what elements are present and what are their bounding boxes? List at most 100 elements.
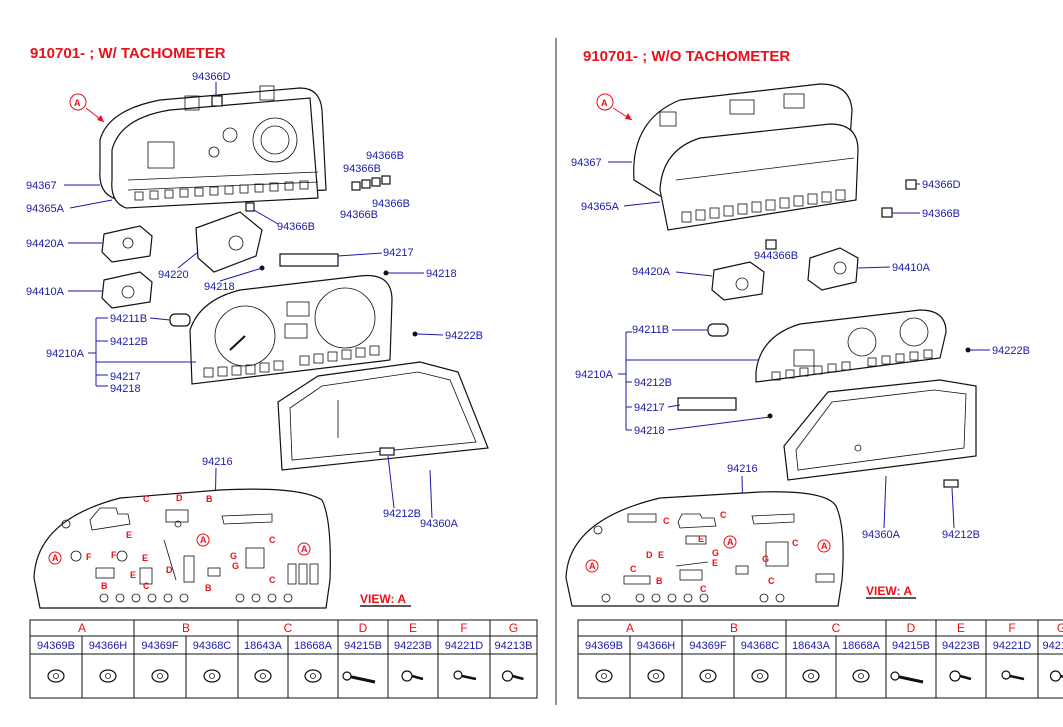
svg-text:G: G bbox=[762, 554, 769, 564]
label-94216-right: 94216 bbox=[727, 463, 758, 475]
fastener-icon bbox=[501, 670, 524, 682]
group-header: A bbox=[78, 621, 86, 635]
bulb-socket-94366d bbox=[211, 95, 223, 107]
connector-94217 bbox=[259, 253, 389, 276]
right-title: 910701- ; W/O TACHOMETER bbox=[583, 48, 790, 65]
part-number-cell: 94369F bbox=[689, 640, 727, 652]
cluster-housing-right bbox=[633, 83, 859, 231]
svg-text:G: G bbox=[230, 551, 237, 561]
view-a-circles-left: A A A bbox=[48, 533, 311, 565]
fastener-icon bbox=[890, 671, 924, 684]
label-94220: 94220 bbox=[158, 269, 189, 281]
part-number-cell: 94369B bbox=[585, 640, 623, 652]
switch-94410a-right bbox=[807, 247, 859, 291]
label-94218-right: 94218 bbox=[634, 425, 665, 437]
svg-text:A: A bbox=[821, 541, 828, 551]
fastener-icon bbox=[151, 669, 169, 683]
label-94410a-left: 94410A bbox=[26, 286, 65, 298]
part-number-cell: 94223B bbox=[942, 640, 980, 652]
label-94367-left: 94367 bbox=[26, 180, 57, 192]
svg-text:B: B bbox=[206, 494, 213, 504]
svg-text:A: A bbox=[200, 535, 207, 545]
left-title: 910701- ; W/ TACHOMETER bbox=[30, 45, 226, 62]
screw-94222b-right bbox=[965, 347, 971, 353]
label-94365a-left: 94365A bbox=[26, 203, 65, 215]
part-number-cell: 94215B bbox=[344, 640, 382, 652]
group-header: D bbox=[907, 621, 916, 635]
svg-text:E: E bbox=[130, 570, 136, 580]
svg-text:C: C bbox=[720, 510, 727, 520]
svg-text:A: A bbox=[601, 98, 608, 108]
fastener-icon bbox=[1049, 670, 1063, 682]
gauge-plate-left bbox=[189, 274, 393, 385]
svg-text:D: D bbox=[166, 565, 173, 575]
label-94360a-right: 94360A bbox=[862, 529, 901, 541]
svg-text:C: C bbox=[700, 584, 707, 594]
bulb-socket-944366b bbox=[765, 239, 777, 250]
fastener-icon bbox=[802, 669, 820, 683]
fastener-icon bbox=[401, 670, 424, 682]
label-94212b-left: 94212B bbox=[110, 336, 148, 348]
switch-94220 bbox=[195, 211, 263, 273]
fastener-icon bbox=[342, 671, 376, 684]
lens-94360a-right bbox=[783, 379, 977, 488]
callout-a-right: A bbox=[596, 93, 633, 121]
svg-text:E: E bbox=[658, 550, 664, 560]
svg-text:C: C bbox=[630, 564, 637, 574]
part-number-cell: 94221D bbox=[445, 640, 484, 652]
label-94410a-right: 94410A bbox=[892, 262, 931, 274]
group-header: G bbox=[509, 621, 518, 635]
left-labels: 94366D 94366B 94366B 94366B 94366B 94366… bbox=[26, 71, 483, 567]
group-header: B bbox=[182, 621, 190, 635]
part-number-cell: 94366H bbox=[89, 640, 128, 652]
callout-a-left: A bbox=[69, 93, 105, 123]
fastener-icon bbox=[699, 669, 717, 683]
group-header: A bbox=[626, 621, 634, 635]
label-94366b-1: 94366B bbox=[366, 150, 404, 162]
bulb-socket-94366b-right bbox=[881, 207, 893, 218]
label-94212b-right-b: 94212B bbox=[942, 529, 980, 541]
group-header: G bbox=[1057, 621, 1063, 635]
label-94218-left-b: 94218 bbox=[110, 383, 141, 395]
view-a-circles-right: A A A bbox=[585, 535, 831, 573]
fastener-icon bbox=[99, 669, 117, 683]
label-944366b: 944366B bbox=[754, 250, 798, 262]
label-94420a-left: 94420A bbox=[26, 238, 65, 250]
svg-text:E: E bbox=[142, 553, 148, 563]
group-header: F bbox=[460, 621, 467, 635]
svg-text:A: A bbox=[727, 537, 734, 547]
group-header: C bbox=[284, 621, 293, 635]
part-number-cell: 18643A bbox=[792, 640, 831, 652]
switch-94410a-left bbox=[101, 271, 153, 309]
svg-text:B: B bbox=[205, 583, 212, 593]
bulb-94211b-left bbox=[169, 313, 191, 327]
svg-text:G: G bbox=[712, 548, 719, 558]
label-94217-right: 94217 bbox=[634, 402, 665, 414]
label-94365a-right: 94365A bbox=[581, 201, 620, 213]
label-94222b-right: 94222B bbox=[992, 345, 1030, 357]
svg-text:C: C bbox=[143, 494, 150, 504]
view-a-left: A A A C D B F F E E E G G C C D B C B bbox=[33, 488, 331, 609]
connector-94217-right bbox=[677, 397, 773, 419]
part-number-cell: 94366H bbox=[637, 640, 676, 652]
fastener-icon bbox=[1001, 670, 1025, 681]
fastener-icon bbox=[254, 669, 272, 683]
svg-text:D: D bbox=[176, 493, 183, 503]
svg-text:A: A bbox=[301, 544, 308, 554]
gauge-plate-right bbox=[755, 309, 947, 383]
fastener-icon bbox=[595, 669, 613, 683]
svg-text:E: E bbox=[712, 558, 718, 568]
svg-text:E: E bbox=[698, 534, 704, 544]
fastener-icon bbox=[751, 669, 769, 683]
label-94367-right: 94367 bbox=[571, 157, 602, 169]
part-number-cell: 18668A bbox=[294, 640, 333, 652]
svg-text:C: C bbox=[269, 535, 276, 545]
switch-94420a-left bbox=[101, 225, 153, 263]
screw-94222b-left bbox=[412, 331, 418, 337]
part-number-cell: 94221D bbox=[993, 640, 1032, 652]
label-94366b-right: 94366B bbox=[922, 208, 960, 220]
group-header: E bbox=[957, 621, 965, 635]
bulb-sockets-94366b bbox=[245, 175, 391, 212]
right-labels: 94367 94365A 94366D 94366B 944366B 94420… bbox=[571, 157, 1030, 569]
